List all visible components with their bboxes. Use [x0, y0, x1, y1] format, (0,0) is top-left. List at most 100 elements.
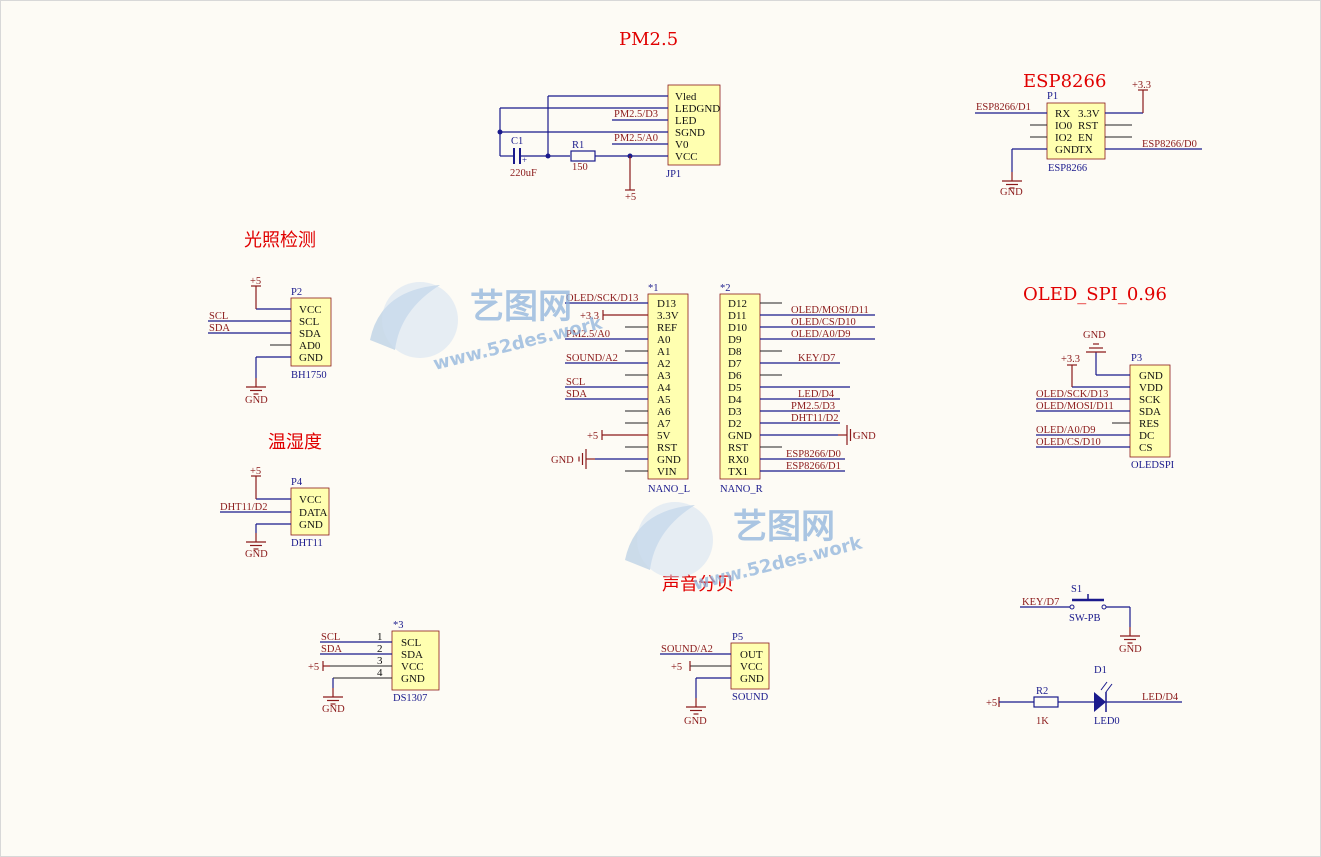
light-title: 光照检测 [244, 230, 316, 251]
p3-body [1129, 364, 1171, 458]
d1-designator: D1 [1094, 665, 1107, 676]
p4-component: VCC DATA GND P4 DHT11 +5 DHT11/D2 GND [220, 466, 330, 560]
ds1307-pin-number: 3 [377, 655, 383, 667]
jp1-power-net: +5 [625, 192, 636, 203]
jp1-pin-label: V0 [675, 139, 689, 151]
ds1307-pin-number: 1 [377, 631, 383, 643]
nano-r-pin-label: D10 [728, 322, 747, 334]
nano-r-pin-label: D4 [728, 394, 742, 406]
nano-l-pin-label: A0 [657, 334, 671, 346]
nano-r-d3-net: PM2.5/D3 [791, 401, 835, 412]
p1-body [1046, 102, 1106, 160]
ds1307-pin-number: 2 [377, 643, 383, 655]
nano-l-a4-net: SCL [566, 377, 585, 388]
p2-designator: P2 [291, 287, 302, 298]
r2-value: 1K [1036, 716, 1049, 727]
nano-r-designator: *2 [720, 283, 731, 294]
p1-left-pin: GND [1055, 144, 1079, 156]
r1-designator: R1 [572, 140, 584, 151]
ds1307-pin-label: SDA [401, 649, 423, 661]
p2-pin-label: AD0 [299, 340, 321, 352]
p2-pin-label: SDA [299, 328, 321, 340]
nano-l-a0-net: PM2.5/A0 [566, 329, 610, 340]
p4-pin-label: VCC [299, 494, 322, 506]
nano-r-d7-net: KEY/D7 [798, 353, 835, 364]
ds1307-comment: DS1307 [393, 693, 427, 704]
nano-r-pin-label: RST [728, 442, 748, 454]
p2-sda-net: SDA [209, 323, 230, 334]
p3-gnd-net: GND [1083, 330, 1106, 341]
nano-l-comment: NANO_L [648, 484, 690, 495]
c1-designator: C1 [511, 136, 523, 147]
p3-sck-net: OLED/SCK/D13 [1036, 389, 1108, 400]
nano-r-tx1-net: ESP8266/D1 [786, 461, 841, 472]
nano-r-pin-label: D8 [728, 346, 742, 358]
p1-left-pin: IO2 [1055, 132, 1072, 144]
d1-comment: LED0 [1094, 716, 1120, 727]
jp1-pin-label: LED [675, 115, 696, 127]
ds1307-body [391, 630, 440, 691]
p1-tx-net: ESP8266/D0 [1142, 139, 1197, 150]
nano-r-pin-label: D12 [728, 298, 747, 310]
d1-power-net: +5 [986, 698, 997, 709]
nano-r-d2-net: DHT11/D2 [791, 413, 838, 424]
humidity-title: 温湿度 [268, 432, 322, 453]
p2-scl-net: SCL [209, 311, 228, 322]
p1-left-pin: IO0 [1055, 120, 1073, 132]
watermark-brand: 艺图网 [733, 507, 835, 547]
s1-gnd-net: GND [1119, 644, 1142, 655]
nano-r-d10-net: OLED/CS/D10 [791, 317, 856, 328]
nano-r-d9-net: OLED/A0/D9 [791, 329, 851, 340]
p1-right-pin: 3.3V [1078, 108, 1100, 120]
svg-text:+: + [522, 155, 527, 165]
p5-comment: SOUND [732, 692, 769, 703]
p3-power-net: +3.3 [1061, 354, 1080, 365]
nano-l-pin-label: GND [657, 454, 681, 466]
nano-l-pin-label: A4 [657, 382, 671, 394]
nano-l-pin-label: 5V [657, 430, 671, 442]
p5-pin-label: OUT [740, 649, 763, 661]
p4-gnd-net: GND [245, 549, 268, 560]
p1-designator: P1 [1047, 91, 1058, 102]
nano-r-body [719, 293, 761, 480]
sound-title: 声音分贝 [662, 574, 734, 595]
p2-pin-label: VCC [299, 304, 322, 316]
nano-l-pin-label: A6 [657, 406, 671, 418]
nano-r-pin-label: GND [728, 430, 752, 442]
nano-l-pin-label: A3 [657, 370, 671, 382]
p1-right-pin: RST [1078, 120, 1098, 132]
ds1307-pin-label: VCC [401, 661, 424, 673]
p4-designator: P4 [291, 477, 303, 488]
p4-pin-label: DATA [299, 507, 328, 519]
nano-r-pin-label: D6 [728, 370, 742, 382]
nano-r-pin-label: D7 [728, 358, 742, 370]
ds1307-designator: *3 [393, 620, 404, 631]
nano-l-component: *1 NANO_L D133.3VREFA0A1A2A3A4A5A6A75VRS… [551, 283, 690, 495]
p1-right-pin: TX [1078, 144, 1093, 156]
nano-r-gnd-net: GND [853, 431, 876, 442]
nano-r-pin-label: D11 [728, 310, 747, 322]
p1-component: RX IO0 IO2 GND 3.3V RST EN TX P1 ESP8266… [975, 80, 1202, 198]
p2-comment: BH1750 [291, 370, 327, 381]
p3-sda-net: OLED/MOSI/D11 [1036, 401, 1114, 412]
nano-l-pin-label: A2 [657, 358, 670, 370]
d1-net: LED/D4 [1142, 692, 1179, 703]
p2-power-net: +5 [250, 276, 261, 287]
p3-pin-label: GND [1139, 370, 1163, 382]
ds1307-pin-label: GND [401, 673, 425, 685]
s1-comment: SW-PB [1069, 613, 1101, 624]
r1-value: 150 [572, 162, 588, 173]
p1-right-pin: EN [1078, 132, 1093, 144]
nano-l-a5-net: SDA [566, 389, 587, 400]
nano-l-pin-label: REF [657, 322, 677, 334]
p5-pin-label: VCC [740, 661, 763, 673]
r2-designator: R2 [1036, 686, 1048, 697]
ds1307-power-net: +5 [308, 662, 319, 673]
nano-r-pin-label: D3 [728, 406, 742, 418]
nano-r-pin-label: TX1 [728, 466, 748, 478]
jp1-pin-label: LEDGND [675, 103, 720, 115]
jp1-body [667, 84, 721, 166]
nano-r-pin-label: D2 [728, 418, 741, 430]
